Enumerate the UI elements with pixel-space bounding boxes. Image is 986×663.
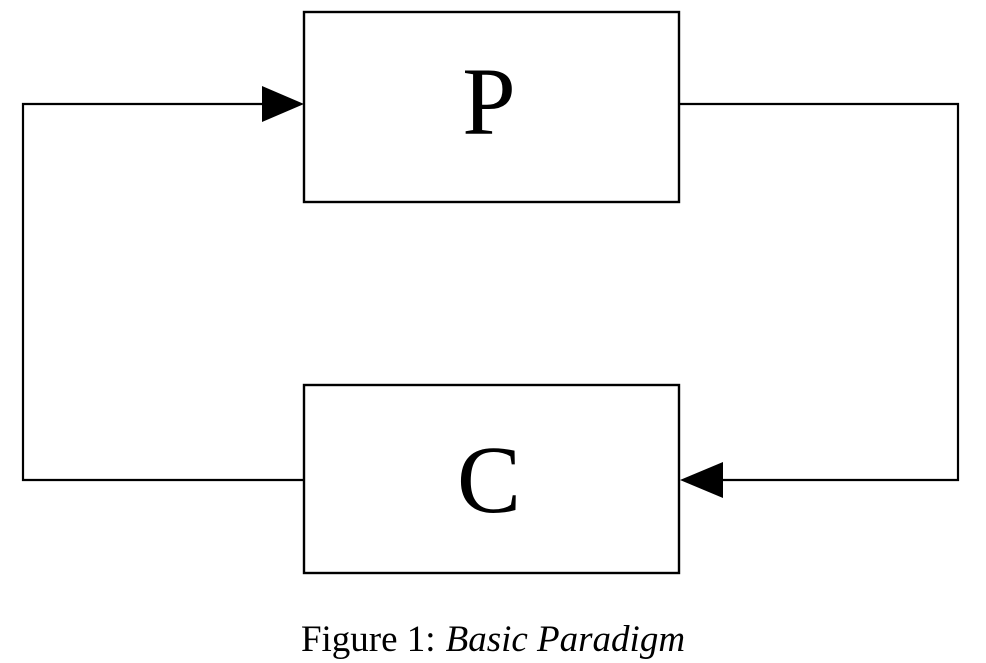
connection-plant-to-controller [679, 102, 960, 482]
figure-caption-label: Figure 1: [300, 619, 436, 660]
block-controller-label: C [457, 426, 521, 533]
block-controller[interactable] [302, 383, 681, 575]
arrowhead-into-plant [262, 86, 304, 122]
connection-controller-to-plant [21, 102, 304, 482]
block-plant[interactable] [302, 10, 681, 204]
figure-caption: Figure 1:Basic Paradigm [0, 618, 986, 662]
arrowhead-into-controller [680, 462, 723, 498]
figure-caption-title: Basic Paradigm [445, 619, 686, 660]
block-plant-label: P [462, 48, 515, 155]
